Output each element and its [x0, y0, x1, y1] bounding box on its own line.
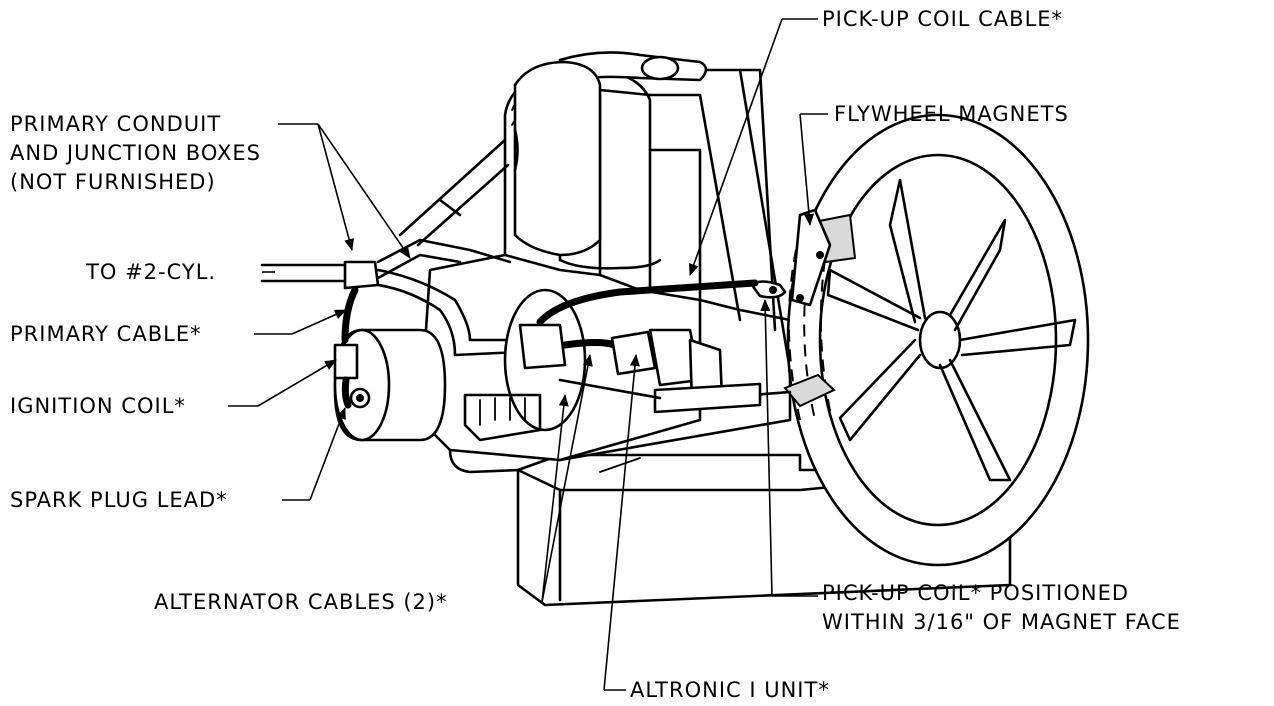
upper-pipe — [398, 138, 510, 247]
pickup-coil-bracket — [750, 208, 832, 307]
label-flywheel-magnets: FLYWHEEL MAGNETS — [834, 102, 1069, 126]
label-pickup-coil-cable: PICK-UP COIL CABLE* — [822, 7, 1064, 31]
alternator — [463, 279, 762, 442]
label-to-cylinder-2: TO #2-CYL. — [86, 260, 217, 284]
label-pickup-coil-positioned-line2: WITHIN 3/16" OF MAGNET FACE — [822, 610, 1181, 634]
label-alternator-cables: ALTERNATOR CABLES (2)* — [154, 590, 448, 614]
label-ignition-coil: IGNITION COIL* — [10, 394, 186, 418]
label-primary-conduit-line1: PRIMARY CONDUIT — [10, 112, 222, 136]
label-primary-cable: PRIMARY CABLE* — [10, 322, 202, 346]
flywheel — [688, 113, 1090, 567]
label-pickup-coil-positioned-line1: PICK-UP COIL* POSITIONED — [822, 581, 1130, 605]
label-primary-conduit-line3: (NOT FURNISHED) — [10, 170, 216, 194]
cylinder-head-pipe — [513, 51, 708, 257]
primary-conduit — [260, 238, 522, 409]
label-spark-plug-lead: SPARK PLUG LEAD* — [10, 488, 228, 512]
leader-lines — [228, 18, 828, 691]
label-altronic-unit: ALTRONIC I UNIT* — [630, 678, 830, 702]
label-primary-conduit-line2: AND JUNCTION BOXES — [10, 141, 261, 165]
